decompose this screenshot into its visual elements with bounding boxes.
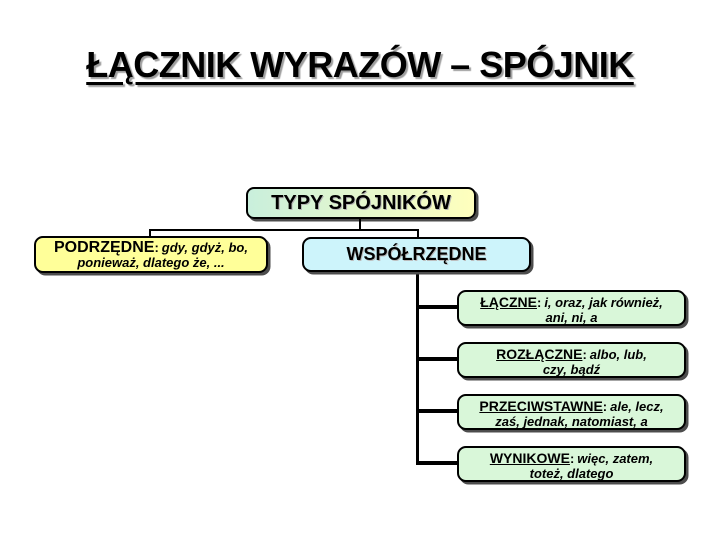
laczne-colon: :	[536, 295, 542, 310]
podrzedne-colon: :	[154, 240, 159, 255]
przeciwstawne-list-2: zaś, jednak, natomiast, a	[495, 414, 648, 429]
wynikowe-list-2: toteż, dlatego	[529, 466, 614, 481]
podrzedne-list-2: ponieważ, dlatego że, ...	[77, 255, 225, 270]
podrzedne-header: PODRZĘDNE	[54, 239, 155, 256]
laczne-header: ŁĄCZNE	[480, 294, 537, 310]
connector-branch-przeciwstawne	[418, 409, 457, 413]
przeciwstawne-header: PRZECIWSTAWNE	[479, 398, 603, 414]
przeciwstawne-line1: PRZECIWSTAWNE:ale, lecz,	[459, 398, 684, 415]
wynikowe-list-1: więc, zatem,	[577, 451, 654, 466]
node-wspolrzedne: WSPÓŁRZĘDNE	[302, 237, 531, 272]
wynikowe-colon: :	[569, 451, 575, 466]
rozlaczne-line1: ROZŁĄCZNE:albo, lub,	[459, 346, 684, 363]
node-przeciwstawne: PRZECIWSTAWNE:ale, lecz, zaś, jednak, na…	[457, 394, 686, 430]
connector-branch-laczne	[418, 305, 457, 309]
laczne-line1: ŁĄCZNE:i, oraz, jak również,	[459, 294, 684, 311]
connector-branch-rozlaczne	[418, 357, 457, 361]
node-podrzedne: PODRZĘDNE:gdy, gdyż, bo, ponieważ, dlate…	[34, 236, 268, 273]
node-typy-spojnikow: TYPY SPÓJNIKÓW	[246, 187, 476, 219]
podrzedne-list-1: gdy, gdyż, bo,	[161, 240, 248, 255]
node-rozlaczne: ROZŁĄCZNE:albo, lub, czy, bądź	[457, 342, 686, 378]
wynikowe-line1: WYNIKOWE:więc, zatem,	[459, 450, 684, 467]
slide-title: ŁĄCZNIK WYRAZÓW – SPÓJNIK	[86, 44, 634, 85]
root-label: TYPY SPÓJNIKÓW	[271, 192, 451, 214]
przeciwstawne-colon: :	[602, 399, 608, 414]
connector-branch-wynikowe	[418, 461, 457, 465]
podrzedne-line1: PODRZĘDNE:gdy, gdyż, bo,	[36, 239, 266, 256]
connector-root-stub	[359, 218, 361, 230]
rozlaczne-header: ROZŁĄCZNE	[496, 346, 583, 362]
laczne-list-1: i, oraz, jak również,	[544, 295, 663, 310]
node-wynikowe: WYNIKOWE:więc, zatem, toteż, dlatego	[457, 446, 686, 482]
wynikowe-header: WYNIKOWE	[489, 450, 570, 466]
connector-trunk	[416, 271, 419, 465]
connector-horizontal-bar	[149, 229, 419, 231]
connector-drop-podrzedne	[149, 229, 151, 237]
przeciwstawne-list-1: ale, lecz,	[610, 399, 664, 414]
node-laczne: ŁĄCZNE:i, oraz, jak również, ani, ni, a	[457, 290, 686, 326]
wspolrzedne-label: WSPÓŁRZĘDNE	[346, 244, 487, 264]
rozlaczne-list-2: czy, bądź	[542, 362, 601, 377]
laczne-list-2: ani, ni, a	[545, 310, 598, 325]
connector-drop-wspolrzedne	[417, 229, 419, 238]
rozlaczne-list-1: albo, lub,	[589, 347, 647, 362]
rozlaczne-colon: :	[582, 347, 587, 362]
